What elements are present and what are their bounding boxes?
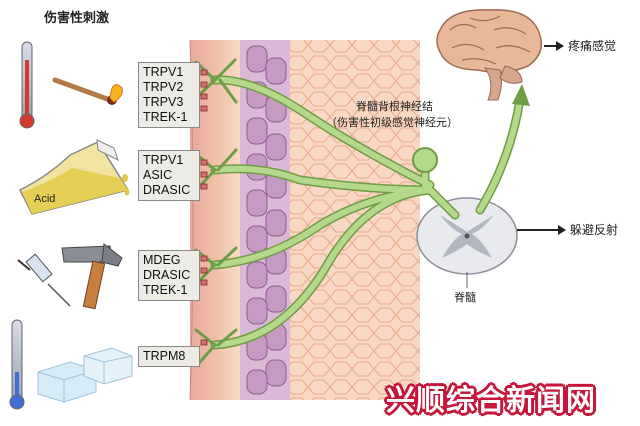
syringe-icon (17, 253, 71, 307)
receptor-label: TRPM8 (143, 349, 186, 363)
receptor-label: TRPV1 (143, 65, 184, 79)
thermometer-cold-icon (9, 319, 25, 410)
receptor-label: TRPV2 (143, 80, 184, 94)
receptor-label: ASIC (143, 168, 173, 182)
receptor-box-cold: TRPM8 (138, 346, 200, 367)
receptor-label: TRPV1 (143, 153, 184, 167)
receptor-label: DRASIC (143, 268, 191, 282)
flask-icon (18, 139, 130, 215)
ganglion-sublabel: （伤害性初级感觉神经元） (326, 116, 458, 129)
stimulus-title: 伤害性刺激 (44, 11, 110, 26)
receptor-label: TREK-1 (143, 110, 188, 124)
hammer-icon (61, 243, 123, 310)
acid-label: Acid (34, 193, 56, 205)
match-flame-icon (52, 77, 123, 105)
receptor-channels (200, 69, 208, 346)
receptor-box-acid: TRPV1 ASIC DRASIC (138, 150, 200, 201)
thermometer-hot-icon (19, 41, 35, 129)
receptor-label: TREK-1 (143, 283, 188, 297)
receptor-label: DRASIC (143, 183, 191, 197)
reflex-label: 躲避反射 (570, 223, 619, 237)
receptor-label: MDEG (143, 253, 181, 267)
watermark: 兴顺综合新闻网 (386, 383, 597, 417)
pain-arrow (544, 41, 564, 51)
reflex-arrow (517, 225, 566, 235)
brain-icon (436, 9, 543, 101)
dorsal-root-ganglion (412, 147, 438, 173)
receptor-label: TRPV3 (143, 95, 184, 109)
receptor-box-heat: TRPV1 TRPV2 TRPV3 TREK-1 (138, 62, 200, 128)
spinal-cord-cross-section (416, 197, 518, 288)
ganglion-label: 脊髓背根神经结 (356, 100, 433, 113)
receptor-box-mechanical: MDEG DRASIC TREK-1 (138, 250, 200, 301)
pain-label: 疼痛感觉 (568, 39, 617, 53)
spinal-cord-label: 脊髓 (454, 291, 476, 304)
ice-cube-icon (37, 347, 133, 403)
